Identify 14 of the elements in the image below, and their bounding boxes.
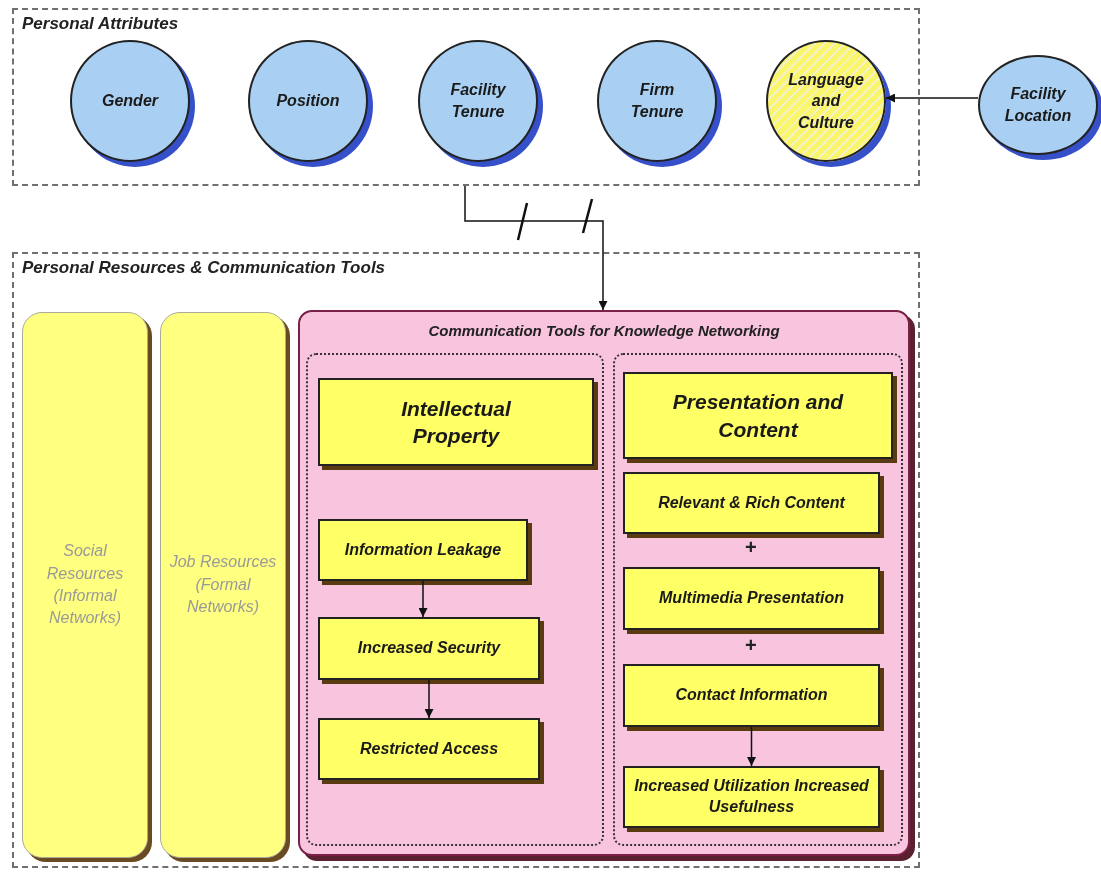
panel-heading: Communication Tools for Knowledge Networking [427, 322, 781, 339]
dotted-group-frame [306, 353, 604, 846]
dashed-group-frame [12, 252, 920, 868]
arrow [885, 93, 979, 103]
arrow [424, 679, 434, 719]
arrow [464, 185, 608, 311]
dotted-group-frame [613, 353, 903, 846]
arrow [747, 726, 756, 767]
plus-sign: + [745, 536, 757, 559]
group-heading: Personal Attributes [22, 14, 179, 34]
dashed-group-frame [12, 8, 920, 186]
group-heading: Personal Resources & Communication Tools [22, 258, 386, 278]
plus-sign: + [745, 634, 757, 657]
arrow [418, 580, 428, 618]
